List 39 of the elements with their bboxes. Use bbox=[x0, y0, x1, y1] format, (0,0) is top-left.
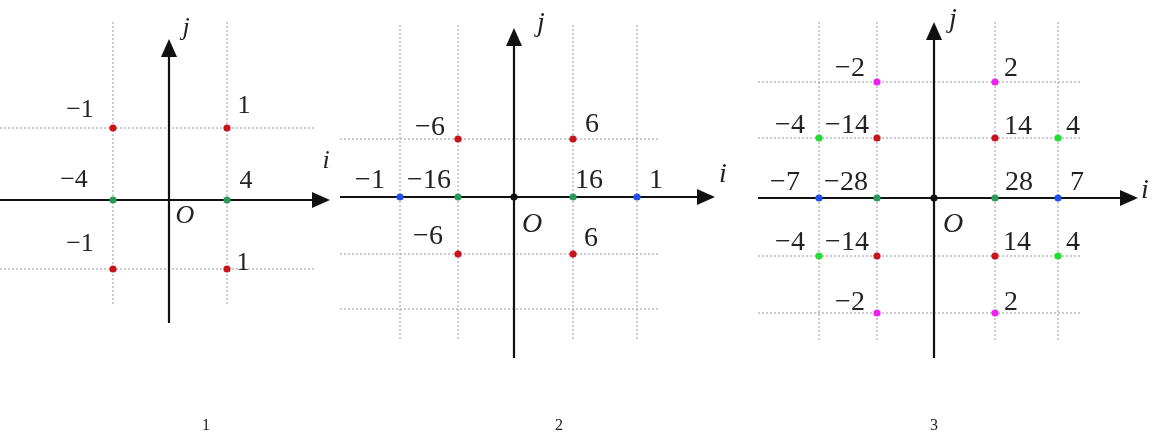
weight-value: −1 bbox=[66, 96, 94, 122]
panel-number: 1 bbox=[202, 417, 210, 433]
weight-value: 16 bbox=[575, 165, 603, 193]
weight-value: −16 bbox=[407, 165, 451, 193]
weight-value: 1 bbox=[236, 249, 250, 275]
weight-value: −14 bbox=[825, 110, 869, 138]
weight-value: 4 bbox=[1066, 227, 1080, 255]
weight-value: −4 bbox=[60, 166, 88, 192]
weight-value: −4 bbox=[775, 110, 805, 138]
weight-value: 6 bbox=[585, 109, 599, 137]
axis-label: i bbox=[1141, 175, 1149, 203]
weight-value: 2 bbox=[1004, 287, 1018, 315]
panel-number: 2 bbox=[555, 417, 563, 433]
weight-value: 6 bbox=[584, 223, 598, 251]
axis-label: i bbox=[719, 159, 727, 187]
weight-value: −28 bbox=[824, 167, 868, 195]
weight-value: −2 bbox=[835, 53, 865, 81]
origin-label: O bbox=[175, 202, 195, 228]
weight-value: 1 bbox=[649, 165, 663, 193]
weight-value: 4 bbox=[1066, 111, 1080, 139]
weight-value: −2 bbox=[835, 287, 865, 315]
weight-value: −1 bbox=[355, 165, 385, 193]
panel-number: 3 bbox=[930, 417, 938, 433]
weight-value: −6 bbox=[415, 112, 445, 140]
origin-label: O bbox=[521, 209, 543, 237]
weight-value: 4 bbox=[239, 167, 253, 193]
axis-label: i bbox=[322, 147, 330, 173]
weight-value: 7 bbox=[1070, 167, 1084, 195]
weight-value: −6 bbox=[413, 221, 443, 249]
weight-value: 28 bbox=[1005, 167, 1033, 195]
weight-value: 1 bbox=[237, 92, 251, 118]
weight-value: −14 bbox=[825, 227, 869, 255]
weight-value: 14 bbox=[1003, 227, 1031, 255]
weight-value: −7 bbox=[770, 167, 800, 195]
weight-value: 14 bbox=[1004, 111, 1032, 139]
weight-value: −4 bbox=[775, 227, 805, 255]
weight-value: −1 bbox=[66, 230, 94, 256]
weight-value: 2 bbox=[1004, 53, 1018, 81]
origin-label: O bbox=[942, 209, 964, 237]
